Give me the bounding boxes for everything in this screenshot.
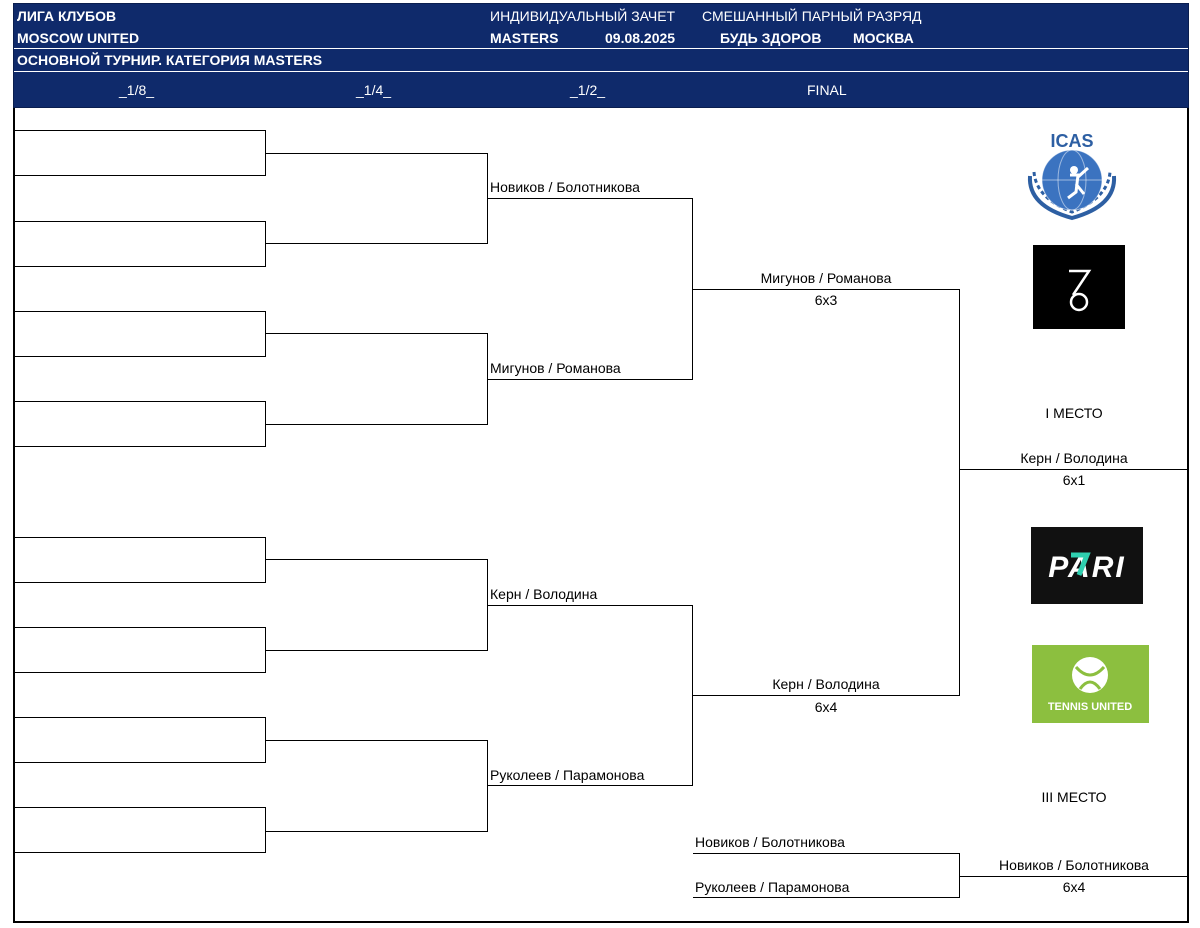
sf-winner-name: Мигунов / Романова [760,270,892,286]
r16-slot [14,130,266,176]
final-winner-name: Керн / Володина [1020,450,1128,466]
qf-winner-name: Руколеев / Парамонова [490,767,645,783]
third-place-player: Новиков / Болотникова [695,834,845,850]
event-category: СМЕШАННЫЙ ПАРНЫЙ РАЗРЯД [702,8,922,24]
icas-logo: ICAS [1022,128,1122,222]
round-label-r16: _1/8_ [119,82,155,98]
sf-score: 6х3 [814,292,838,308]
bracket-header: ЛИГА КЛУБОВ MOSCOW UNITED ИНДИВИДУАЛЬНЫЙ… [13,3,1189,108]
round-label-sf: _1/2_ [570,82,606,98]
header-divider [14,71,1188,72]
bracket-frame [13,108,1189,923]
qf-connector [266,333,488,425]
round-label-final: FINAL [807,82,847,98]
first-place-label: I МЕСТО [1045,405,1103,421]
event-level: MASTERS [490,30,559,46]
club-name: MOSCOW UNITED [17,30,140,46]
third-place-score: 6х4 [1062,879,1086,895]
qf-connector [266,740,488,832]
final-winner-line [959,469,1189,470]
sf-score: 6х4 [814,699,838,715]
r16-slot [14,311,266,357]
r16-slot [14,717,266,763]
qf-connector [266,153,488,244]
icas-logo-text: ICAS [1050,131,1093,151]
tournament-title: ОСНОВНОЙ ТУРНИР. КАТЕГОРИЯ MASTERS [17,52,323,68]
sf-winner-line [692,695,960,696]
event-venue: БУДЬ ЗДОРОВ [720,30,822,46]
sf-winner-name: Керн / Володина [772,676,880,692]
qf-winner-line [487,379,693,380]
qf-winner-line [487,605,693,606]
qf-winner-name: Новиков / Болотникова [490,179,640,195]
qf-winner-line [487,198,693,199]
r16-slot [14,537,266,583]
qf-winner-line [487,785,693,786]
header-divider [14,48,1188,49]
league-title: ЛИГА КЛУБОВ [17,8,117,24]
seventysix-logo [1033,245,1125,329]
event-type: ИНДИВИДУАЛЬНЫЙ ЗАЧЕТ [490,8,676,24]
third-place-label: III МЕСТО [1041,789,1107,805]
qf-winner-name: Мигунов / Романова [490,360,621,376]
third-place-winner-name: Новиков / Болотникова [999,857,1149,873]
pari-logo: PARI [1031,527,1143,604]
tennis-united-logo: TENNIS UNITED [1032,645,1149,723]
r16-slot [14,221,266,267]
r16-slot [14,807,266,853]
event-city: МОСКВА [853,30,914,46]
r16-slot [14,627,266,673]
qf-winner-name: Керн / Володина [490,586,598,602]
qf-connector [266,559,488,651]
sf-winner-line [692,289,960,290]
third-place-winner-line [959,876,1189,877]
event-date: 09.08.2025 [605,30,676,46]
final-connector [959,289,960,696]
third-place-player: Руколеев / Парамонова [695,879,850,895]
r16-slot [14,401,266,447]
round-label-qf: _1/4_ [356,82,392,98]
third-place-connector [693,853,960,898]
final-score: 6х1 [1062,472,1086,488]
tennis-united-logo-text: TENNIS UNITED [1048,701,1132,713]
